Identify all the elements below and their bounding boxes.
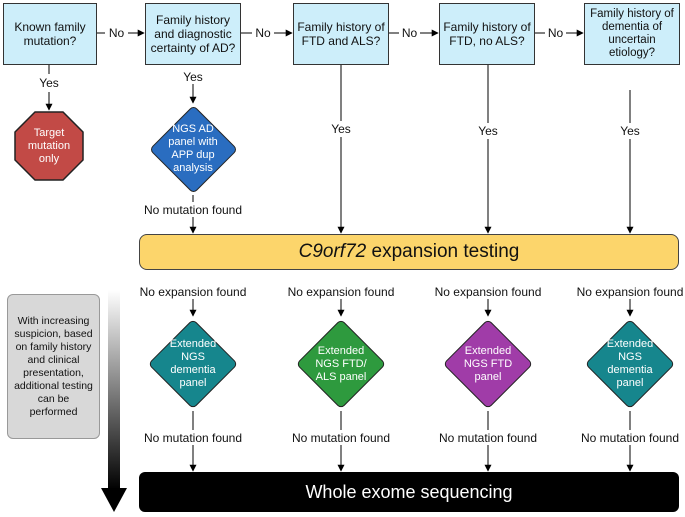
edge-label-no-3: No: [401, 26, 418, 40]
panel-label-4: Extended NGS dementia panel: [606, 338, 654, 389]
gradient-arrow-head: [101, 488, 127, 512]
panel-label-3: Extended NGS FTD panel: [463, 344, 513, 383]
ngs-ad-panel-label: NGS AD panel with APP dup analysis: [168, 123, 218, 174]
c9orf72-gene: C9orf72: [298, 241, 367, 262]
edge-label-yes-2: Yes: [183, 70, 203, 84]
question-dementia-uncertain: Family history of dementia of uncertain …: [584, 3, 680, 65]
question-ad-history: Family history and diagnostic certainty …: [145, 3, 241, 65]
ngs-ad-panel-diamond: NGS AD panel with APP dup analysis: [148, 104, 238, 194]
edge-label-yes-3: Yes: [331, 122, 351, 136]
edge-label-no-mutation-1: No mutation found: [143, 431, 243, 445]
stop-octagon: [14, 111, 84, 181]
question-ftd-no-als: Family history of FTD, no ALS?: [439, 3, 535, 65]
edge-label-no-expansion-4: No expansion found: [576, 285, 684, 299]
panel-label-1: Extended NGS dementia panel: [169, 338, 217, 389]
edge-label-no-mutation-ad: No mutation found: [143, 203, 243, 217]
c9orf72-rest: expansion testing: [366, 241, 520, 262]
panel-diamond-dementia-1: Extended NGS dementia panel: [147, 318, 239, 410]
edge-label-no-2: No: [255, 26, 271, 40]
panel-diamond-ftd: Extended NGS FTD panel: [442, 318, 534, 410]
edge-label-no-mutation-4: No mutation found: [580, 431, 680, 445]
edge-label-no-4: No: [547, 26, 564, 40]
panel-diamond-dementia-2: Extended NGS dementia panel: [584, 318, 676, 410]
edge-label-no-mutation-2: No mutation found: [291, 431, 391, 445]
edge-label-yes-5: Yes: [620, 124, 640, 138]
c9orf72-expansion-testing: C9orf72 expansion testing: [139, 234, 679, 270]
edge-label-yes-4: Yes: [478, 124, 498, 138]
panel-label-2: Extended NGS FTD/ ALS panel: [315, 344, 367, 383]
edge-label-no-mutation-3: No mutation found: [438, 431, 538, 445]
question-ftd-als: Family history of FTD and ALS?: [293, 3, 389, 65]
edge-label-no-expansion-2: No expansion found: [287, 285, 395, 299]
question-known-mutation: Known family mutation?: [3, 3, 97, 65]
target-mutation-only: Target mutation only: [27, 126, 71, 165]
edge-label-no-expansion-1: No expansion found: [139, 285, 247, 299]
gradient-arrow-shaft: [108, 290, 120, 490]
panel-diamond-ftd-als: Extended NGS FTD/ ALS panel: [295, 318, 387, 410]
edge-label-yes-1: Yes: [39, 76, 59, 90]
edge-label-no-expansion-3: No expansion found: [434, 285, 542, 299]
edge-label-no-1: No: [108, 26, 125, 40]
whole-exome-sequencing: Whole exome sequencing: [139, 472, 679, 512]
side-note: With increasing suspicion, based on fami…: [7, 294, 100, 439]
